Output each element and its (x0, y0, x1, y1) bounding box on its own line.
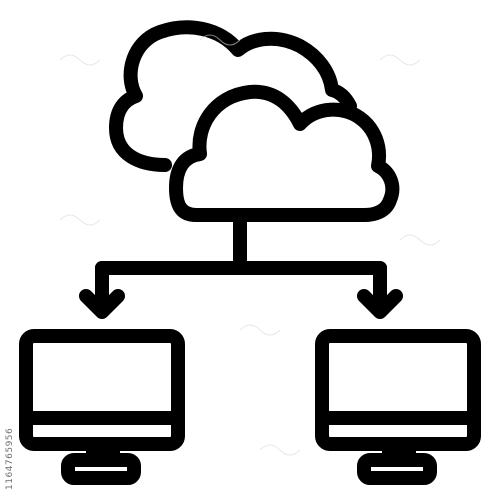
stock-id-text: 1164765956 (5, 427, 15, 490)
back-cloud-icon (109, 20, 357, 172)
right-monitor-icon (315, 329, 481, 485)
right-arrow-icon (357, 289, 403, 319)
left-arrow-icon (79, 289, 125, 319)
front-cloud-icon (169, 84, 400, 222)
left-monitor-icon (19, 329, 185, 485)
